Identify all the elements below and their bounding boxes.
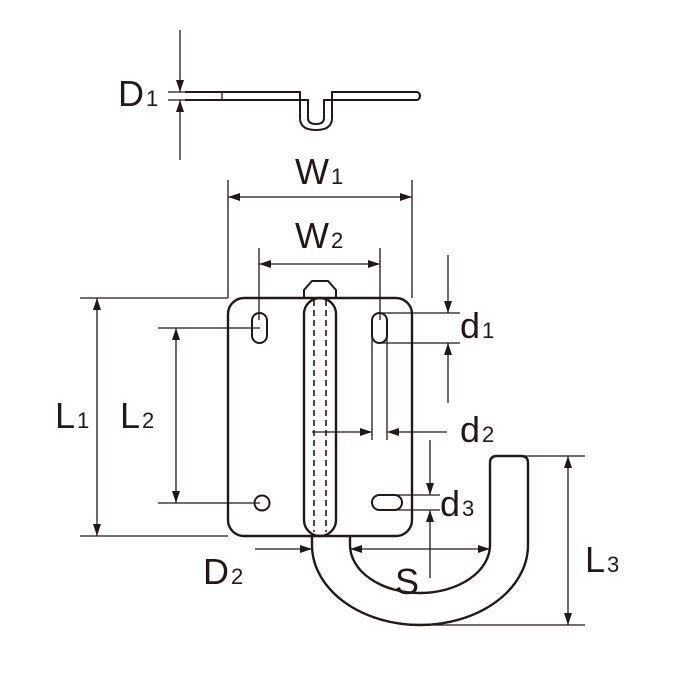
label-d2-small: d2 — [460, 409, 494, 450]
label-d1: D1 — [118, 73, 158, 114]
dimension-d1 — [168, 30, 222, 160]
label-l1: L1 — [55, 395, 89, 436]
label-d2-large: D2 — [203, 551, 243, 592]
dimension-w1 — [227, 180, 413, 298]
label-d3-small: d3 — [440, 483, 474, 524]
dimension-d1-slot — [380, 255, 460, 403]
dimension-l3 — [420, 455, 585, 626]
dimension-d3 — [387, 440, 440, 578]
slot-bottom-right — [371, 494, 403, 511]
label-d1-small: d1 — [460, 305, 494, 346]
j-hook — [310, 454, 530, 627]
dimension-l2 — [158, 327, 260, 504]
label-s: S — [395, 561, 419, 602]
dimension-l1 — [80, 297, 228, 537]
label-w1: W1 — [295, 151, 343, 192]
label-l2: L2 — [120, 395, 154, 436]
side-view — [185, 91, 421, 132]
label-w2: W2 — [295, 215, 343, 256]
center-tube — [302, 280, 338, 538]
label-l3: L3 — [585, 539, 619, 580]
dimension-d2 — [312, 328, 447, 440]
dimension-w2 — [258, 248, 381, 320]
